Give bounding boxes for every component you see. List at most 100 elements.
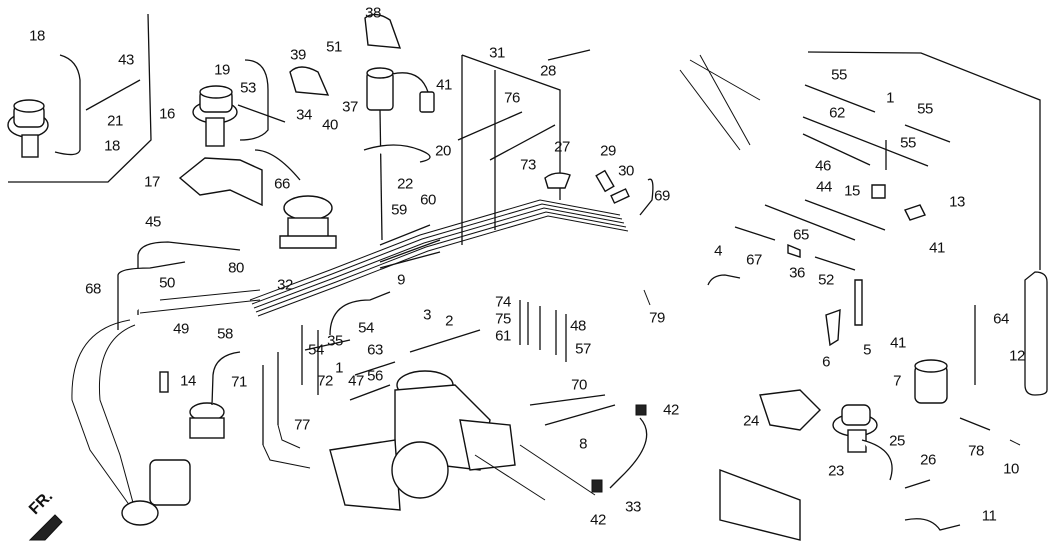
tube-52 (814, 256, 856, 271)
front-arrow-icon (28, 514, 63, 541)
callout-12: 12 (1009, 347, 1025, 365)
callout-50: 50 (159, 274, 175, 292)
callout-57: 57 (575, 340, 591, 358)
callout-74: 74 (495, 293, 511, 311)
callout-30: 30 (618, 162, 634, 180)
callout-53: 53 (240, 79, 256, 97)
hose-26 (904, 479, 931, 489)
callout-11: 11 (981, 507, 997, 525)
hose-11 (904, 518, 961, 531)
callout-3: 3 (423, 306, 431, 324)
callout-55: 55 (831, 66, 847, 84)
callout-43: 43 (118, 51, 134, 69)
callout-71: 71 (231, 373, 247, 391)
callout-39: 39 (290, 46, 306, 64)
callout-26: 26 (920, 451, 936, 469)
callout-2: 2 (445, 312, 453, 330)
vacuum-valve-16 (192, 85, 238, 147)
callout-56: 56 (367, 367, 383, 385)
tube-46 (802, 133, 871, 166)
callout-5: 5 (863, 341, 871, 359)
callout-25: 25 (889, 432, 905, 450)
callout-17: 17 (144, 173, 160, 191)
callout-45: 45 (145, 213, 161, 231)
callout-16: 16 (159, 105, 175, 123)
callout-38: 38 (365, 4, 381, 22)
callout-54-lower: 54 (308, 341, 324, 359)
callout-58: 58 (217, 325, 233, 343)
callout-42-lower: 42 (590, 511, 606, 529)
cap-27 (544, 172, 571, 189)
callout-42: 42 (663, 401, 679, 419)
callout-1: 1 (335, 359, 343, 377)
tube-62 (802, 116, 929, 167)
callout-44: 44 (816, 178, 832, 196)
tube-67 (734, 226, 776, 241)
callout-48: 48 (570, 317, 586, 335)
valve-5 (854, 279, 863, 326)
callout-51: 51 (326, 38, 342, 56)
hose-18 (54, 54, 81, 156)
hose-69 (639, 178, 654, 216)
hose-45 (137, 241, 241, 315)
clip-42-bottom (591, 479, 603, 493)
hose-66 (254, 149, 301, 181)
callout-24: 24 (743, 412, 759, 430)
callout-27: 27 (554, 138, 570, 156)
tube-harness (249, 199, 629, 317)
engine-block-right (719, 468, 801, 541)
hose-33 (609, 417, 648, 489)
tube-65 (764, 204, 856, 241)
callout-31: 31 (489, 44, 505, 62)
callout-59: 59 (391, 201, 407, 219)
callout-41-lower: 41 (890, 334, 906, 352)
fitting-13 (904, 204, 926, 221)
hose-20 (363, 144, 431, 163)
callout-65: 65 (793, 226, 809, 244)
callout-frame-right (807, 51, 1041, 270)
hose-47 (349, 384, 391, 401)
callout-62: 62 (829, 104, 845, 122)
inset-frame (8, 13, 152, 183)
tube-73 (489, 124, 556, 161)
callout-23: 23 (828, 462, 844, 480)
callout-35: 35 (327, 332, 343, 350)
egr-valve (279, 195, 337, 249)
callout-13: 13 (949, 193, 965, 211)
tube-2 (409, 329, 481, 353)
callout-76: 76 (504, 89, 520, 107)
actuator-bottom-left (121, 459, 191, 526)
callout-64: 64 (993, 310, 1009, 328)
clamp-39 (289, 66, 330, 96)
callout-19: 19 (214, 61, 230, 79)
callout-1-right: 1 (886, 89, 894, 107)
tube-55a (804, 84, 876, 113)
callout-80: 80 (228, 259, 244, 277)
canister-7 (914, 359, 948, 404)
callout-18: 18 (29, 27, 45, 45)
callout-73: 73 (520, 156, 536, 174)
tube-60 (379, 239, 441, 263)
callout-49: 49 (173, 320, 189, 338)
tube-59 (379, 224, 431, 246)
hose-4 (707, 274, 741, 286)
sensor-28 (547, 49, 591, 61)
hose-54 (304, 339, 351, 351)
callout-37: 37 (342, 98, 358, 116)
callout-55-right: 55 (917, 100, 933, 118)
callout-32: 32 (277, 276, 293, 294)
callout-18-lower: 18 (104, 137, 120, 155)
callout-33: 33 (625, 498, 641, 516)
callout-70: 70 (571, 376, 587, 394)
callout-14: 14 (180, 372, 196, 390)
lines-33 (474, 444, 596, 501)
callout-52: 52 (818, 271, 834, 289)
callout-22: 22 (397, 175, 413, 193)
bracket-24 (759, 389, 821, 431)
hose-25 (861, 439, 893, 481)
hose-68 (117, 261, 186, 330)
callout-10: 10 (1003, 460, 1019, 478)
harness-right (679, 54, 761, 151)
